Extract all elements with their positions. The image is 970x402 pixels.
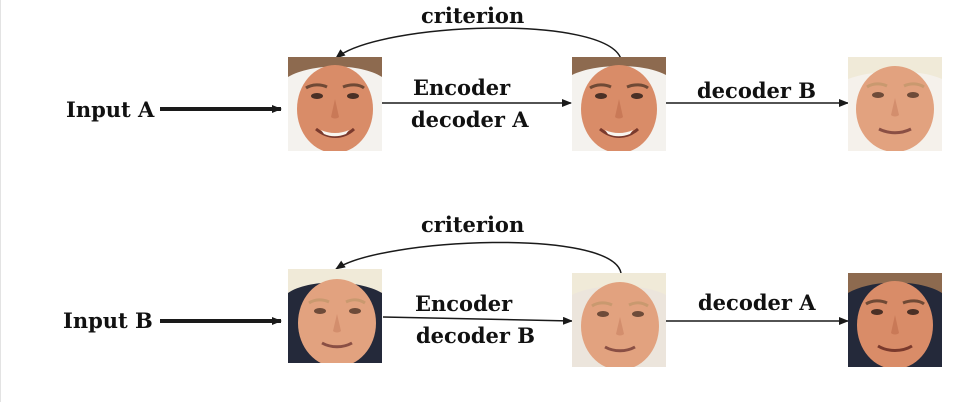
face-b-icon [848,57,942,151]
row-b-input-label: Input B [63,308,153,333]
row-a-encoder-label: Encoder [413,75,511,100]
row-a-swapped-face-image [848,57,942,151]
face-b-icon [288,269,382,363]
row-a-decoder-label: decoder A [411,107,529,132]
face-a-icon [572,57,666,151]
row-a-reconstruction-face-image [572,57,666,151]
row-a-swap-label: decoder B [697,78,817,103]
row-b-criterion-arc [335,241,622,274]
row-b-decoder-label: decoder B [416,323,536,348]
row-a-criterion-arc [335,27,622,60]
row-b-swapped-face-image [848,273,942,367]
row-b-input-face-image [288,269,382,363]
row-b-reconstruction-face-image [572,273,666,367]
face-b-icon [572,273,666,367]
left-border-line [0,0,1,402]
row-a-criterion-label: criterion [421,3,525,28]
row-b-criterion-label: criterion [421,212,525,237]
face-a-icon [848,273,942,367]
face-a-icon [288,57,382,151]
row-b-encoder-label: Encoder [415,291,513,316]
row-b-encoder-arrow [382,316,573,325]
row-b-swap-label: decoder A [698,290,816,315]
row-a-input-label: Input A [66,97,155,122]
row-a-input-face-image [288,57,382,151]
